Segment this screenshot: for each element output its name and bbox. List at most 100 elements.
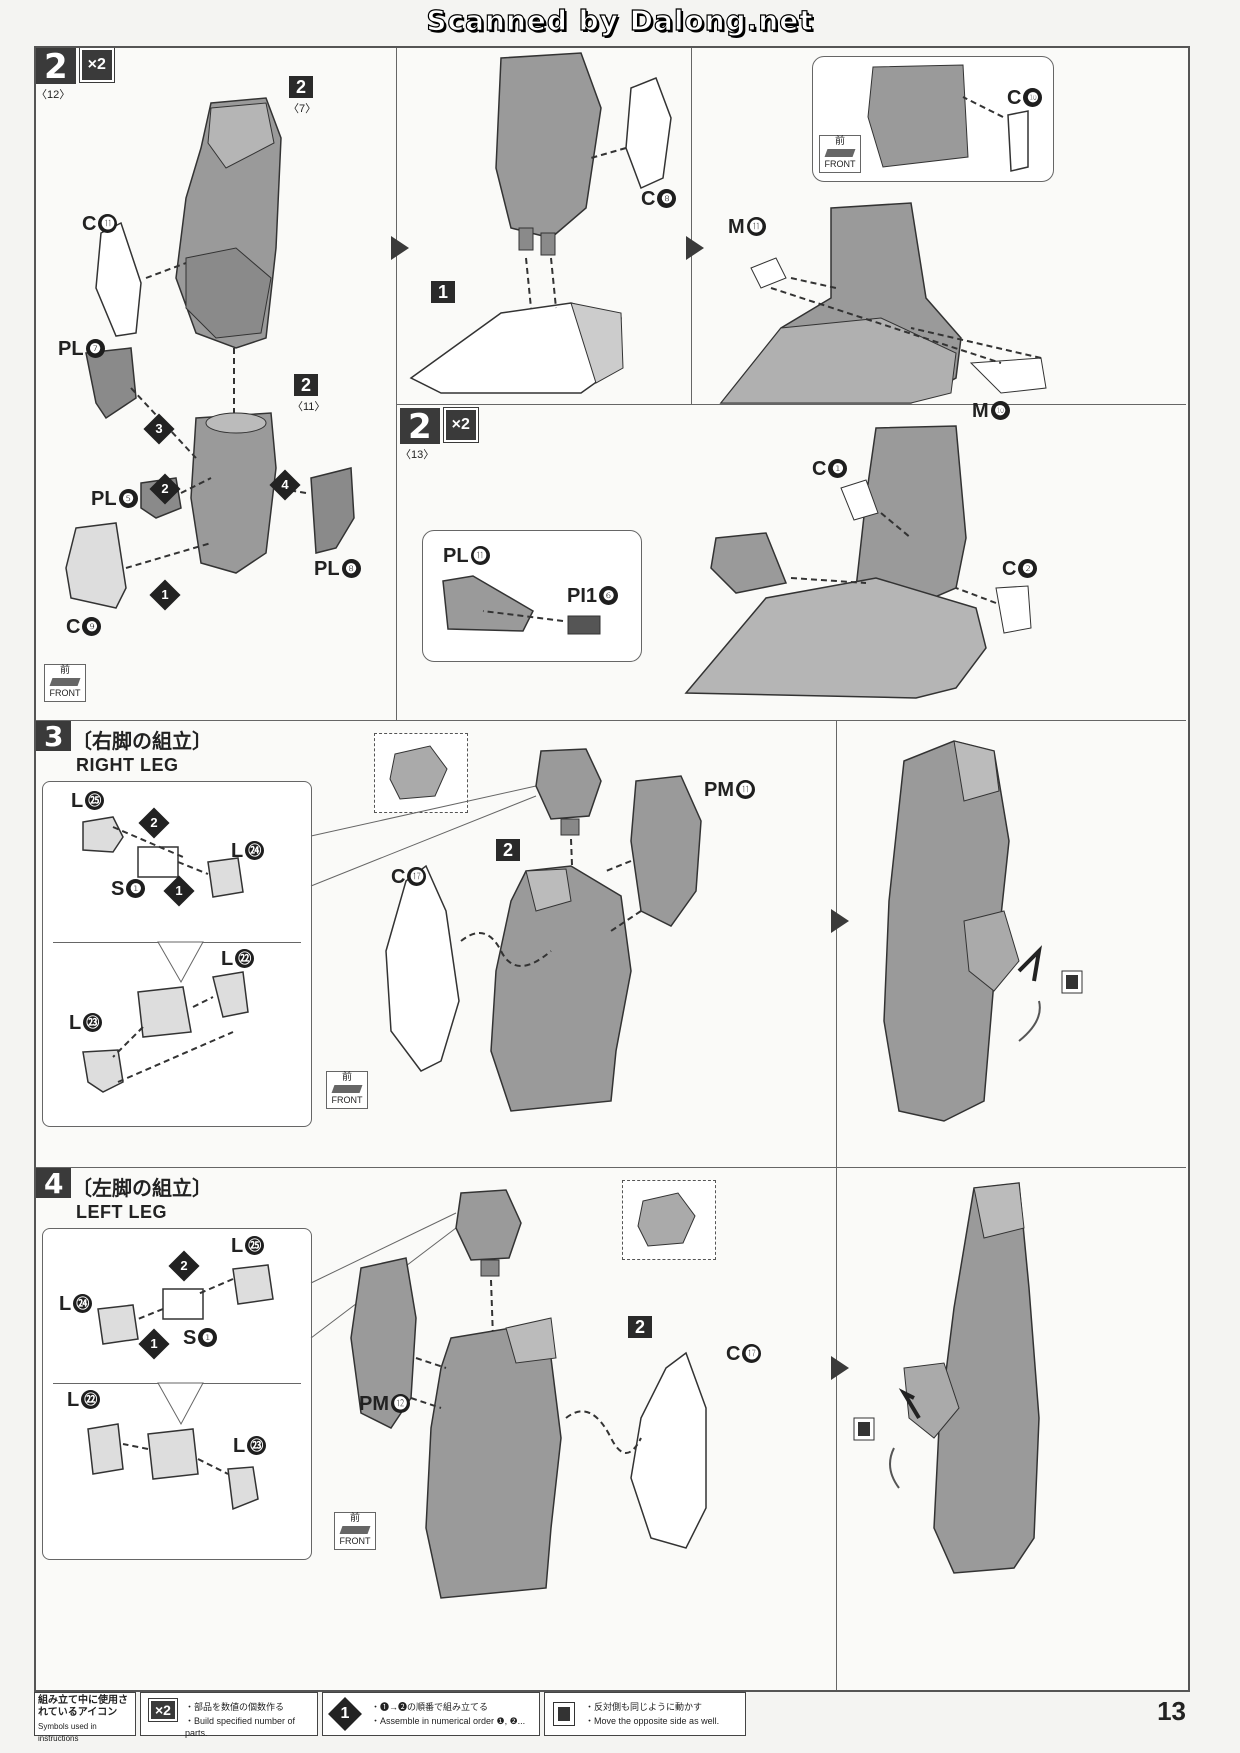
order-marker: 2 [149, 473, 181, 505]
legend-text-jp: ・❶→❷の順番で組み立てる [371, 1702, 489, 1712]
step2-diagram [65, 97, 355, 609]
mirror-icon [553, 1702, 575, 1726]
subassembly-box: 1 [431, 281, 455, 303]
order-marker: 3 [143, 413, 175, 445]
next-arrow [686, 236, 704, 260]
subassembly-box: 2 [496, 839, 520, 861]
divider [396, 404, 1186, 405]
leg-assembly-diagram [310, 748, 702, 1112]
divider [836, 1168, 837, 1690]
divider [36, 1167, 1186, 1168]
legend-text-jp: ・反対側も同じように動かす [585, 1702, 703, 1712]
divider [691, 48, 692, 404]
multiplier-icon: ×2 [148, 1698, 178, 1722]
step2b-badge: 2 ×2 〈13〉 [400, 407, 479, 461]
legend-text-en: ・Move the opposite side as well. [585, 1716, 720, 1726]
legend-mirror: ・反対側も同じように動かす ・Move the opposite side as… [544, 1692, 746, 1736]
legend-title-en: Symbols used in instructions [38, 1722, 97, 1743]
step2-section: 2 ×2 〈12〉 [36, 48, 1186, 720]
section-title-en: RIGHT LEG [76, 755, 179, 775]
page-number: 13 [1157, 1696, 1186, 1726]
leg-assembly-diagram [310, 1189, 707, 1599]
step-ref: 〈13〉 [400, 449, 435, 461]
legend-order: 1 ・❶→❷の順番で組み立てる ・Assemble in numerical o… [322, 1692, 540, 1736]
foot-assembly-2b-diagram [684, 425, 1032, 699]
next-arrow [391, 236, 409, 260]
order-marker: 4 [269, 469, 301, 501]
order-marker: 1 [138, 1328, 170, 1360]
divider [36, 720, 1186, 721]
step2-badge: 2 ×2 〈12〉 [36, 48, 115, 101]
subassembly-box: 2 [289, 76, 313, 98]
detail-box [374, 733, 468, 813]
section-title-jp: 〔右脚の組立〕 [72, 729, 212, 753]
step-number: 4 [36, 1168, 72, 1198]
watermark: Scanned by Dalong.net [426, 3, 814, 37]
completed-left-leg [853, 1182, 1040, 1574]
subassembly-ref: 〈7〉 [288, 103, 317, 115]
legend-text-en: ・Build specified number of parts. [185, 1716, 296, 1738]
foot-detail-diagram [719, 202, 1047, 404]
step-number: 3 [36, 721, 72, 751]
legend-title-jp: 組み立て中に使用されているアイコン [38, 1695, 128, 1718]
section-title-en: LEFT LEG [76, 1202, 167, 1222]
next-arrow [831, 1356, 849, 1380]
joint-diagram [87, 1264, 274, 1511]
order-marker: 2 [138, 807, 170, 839]
foot-assembly-diagram [409, 52, 672, 394]
detail-diagram [867, 64, 1029, 172]
multiplier-badge: ×2 [78, 48, 115, 83]
legend-text-en: ・Assemble in numerical order ❶, ❷... [371, 1716, 526, 1726]
detail-box [622, 1180, 716, 1260]
completed-right-leg [883, 740, 1083, 1122]
subassembly-box: 2 [294, 374, 318, 396]
legend-title: 組み立て中に使用されているアイコン Symbols used in instru… [34, 1692, 136, 1743]
step-number: 2 [36, 48, 76, 84]
legend-multiplier: ×2 ・部品を数値の個数作る ・Build specified number o… [140, 1692, 318, 1738]
symbol-legend: 組み立て中に使用されているアイコン Symbols used in instru… [34, 1692, 1186, 1743]
order-marker: 2 [168, 1250, 200, 1282]
joint-diagram [82, 816, 249, 1093]
divider [396, 48, 397, 720]
subassembly-ref: 〈11〉 [292, 401, 326, 413]
manual-page: 2 ×2 〈12〉 [34, 46, 1190, 1692]
multiplier-badge: ×2 [442, 407, 479, 443]
divider [836, 721, 837, 1167]
section-title-jp: 〔左脚の組立〕 [72, 1176, 212, 1200]
subassembly-box: 2 [628, 1316, 652, 1338]
